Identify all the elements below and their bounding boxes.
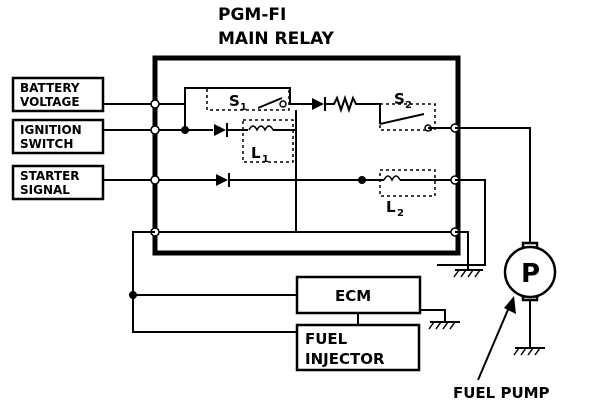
starter-signal-line1: STARTER	[20, 169, 80, 183]
l2-coil-frame	[379, 169, 436, 197]
diode-1	[312, 98, 324, 110]
battery-voltage-line1: BATTERY	[20, 81, 80, 95]
starter-signal-line2: SIGNAL	[20, 183, 70, 197]
ground-symbol-relay	[453, 269, 483, 278]
battery-voltage-line2: VOLTAGE	[20, 95, 80, 109]
junction-ignition	[181, 126, 189, 134]
diode-2	[214, 124, 226, 136]
terminal-ignition	[150, 125, 160, 135]
s2-contact	[379, 113, 425, 125]
ecm-box	[295, 275, 422, 315]
l2-label: L	[386, 198, 396, 216]
ground-wire	[455, 231, 469, 270]
ignition-switch-line2: SWITCH	[20, 137, 73, 151]
fuel-injector-box	[295, 323, 421, 372]
pump-arrow	[477, 304, 511, 381]
s2-sub: 2	[405, 100, 412, 111]
ignition-switch-line1: IGNITION	[20, 123, 82, 137]
battery-voltage-box: BATTERY VOLTAGE	[11, 76, 105, 113]
junction-ecm	[129, 291, 137, 299]
main-relay-enclosure	[152, 55, 461, 256]
s1-label: S	[229, 92, 240, 110]
pump-feed-wire	[455, 127, 531, 245]
injector-line2: INJECTOR	[305, 350, 385, 368]
s1-switch-frame	[206, 87, 290, 111]
s2-label: S	[394, 90, 405, 108]
title-line1: PGM-FI	[218, 5, 286, 25]
l2-coil	[383, 175, 401, 182]
starter-signal-box: STARTER SIGNAL	[11, 164, 105, 201]
s1-terminal	[279, 100, 287, 108]
l2-sub: 2	[397, 208, 404, 219]
l1-sub: 1	[262, 154, 269, 165]
ground-symbol-ecm	[420, 309, 460, 330]
junction-starter	[358, 176, 366, 184]
title-line2: MAIN RELAY	[218, 29, 335, 49]
s1-sub: 1	[240, 102, 247, 113]
pump-symbol: P	[521, 259, 540, 289]
resistor	[325, 94, 381, 124]
ignition-switch-box: IGNITION SWITCH	[11, 118, 105, 155]
ground-symbol-pump	[513, 298, 545, 356]
terminal-starter	[150, 175, 160, 185]
s1-contact	[257, 97, 283, 109]
s2-switch-frame	[379, 103, 436, 131]
l1-coil-frame	[242, 119, 294, 163]
l1-coil	[248, 125, 274, 132]
terminal-battery	[150, 99, 160, 109]
diode-3	[216, 174, 228, 186]
fuel-pump-label: FUEL PUMP	[453, 384, 550, 402]
ecm-control-wire	[437, 179, 486, 266]
fuel-pump-motor	[503, 245, 557, 299]
injector-feed-wire	[132, 231, 300, 333]
ecm-label: ECM	[335, 287, 371, 305]
l1-label: L	[251, 144, 261, 162]
injector-line1: FUEL	[305, 330, 348, 348]
